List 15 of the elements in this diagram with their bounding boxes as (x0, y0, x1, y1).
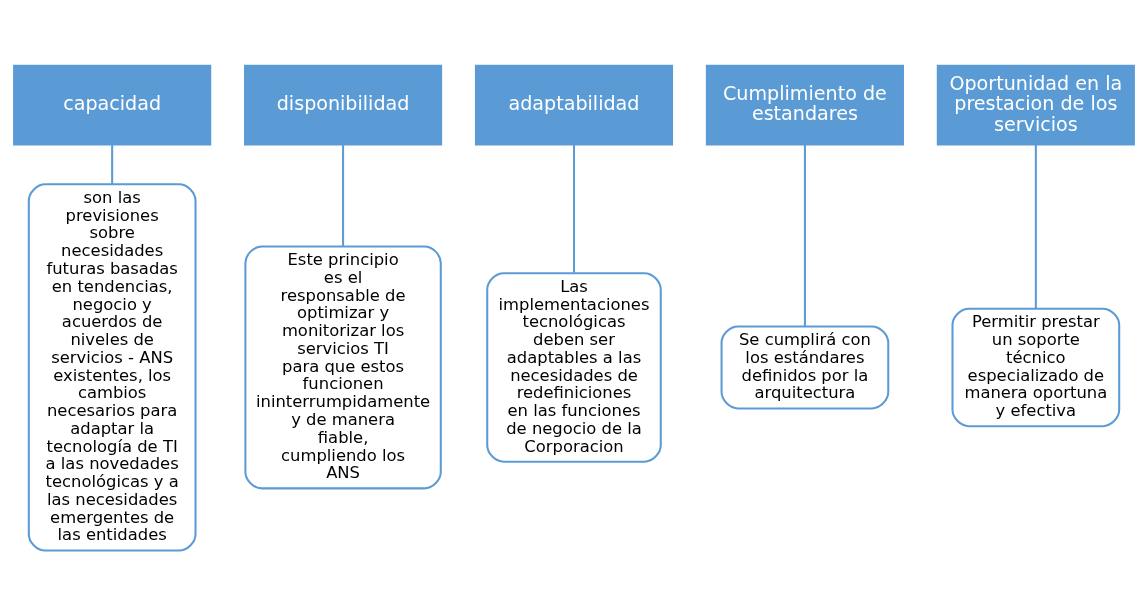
node-box: disponibilidad (244, 64, 443, 145)
node-box: adaptabilidad (474, 64, 674, 145)
connector (803, 144, 806, 326)
node-box: capacidad (13, 64, 212, 145)
node-box: Este principio es el responsable de optimizar y monitorizar los servicios TI para que estos funcionen ininterrumpidamente y de manera fiable, cumpliendo los ANS (244, 245, 442, 489)
connector (342, 144, 345, 246)
node-box: Permitir prestar un soporte técnico especializado de manera oportuna y efectiva (951, 307, 1121, 427)
node-box: Las implementaciones tecnológicas deben ser adaptables a las necesidades de redefiniciones en las funciones de negocio de la Corporacion (486, 271, 662, 463)
connector (1034, 144, 1037, 308)
node-box: son las previsiones sobre necesidades futuras basadas en tendencias, negocio y acuerdos de niveles de servicios - ANS existentes, los cambios necesarios para adaptar la tecnología de TI a las novedades tecnológicas y a las necesidades emergentes de las entidades (27, 182, 197, 552)
node-box: Oportunidad en la prestacion de los servicios (936, 64, 1135, 145)
connector (111, 144, 114, 184)
node-box: Cumplimiento de estandares (705, 64, 904, 145)
connector (572, 144, 576, 273)
node-box: Se cumplirá con los estándares definidos por la arquitectura (720, 324, 890, 409)
